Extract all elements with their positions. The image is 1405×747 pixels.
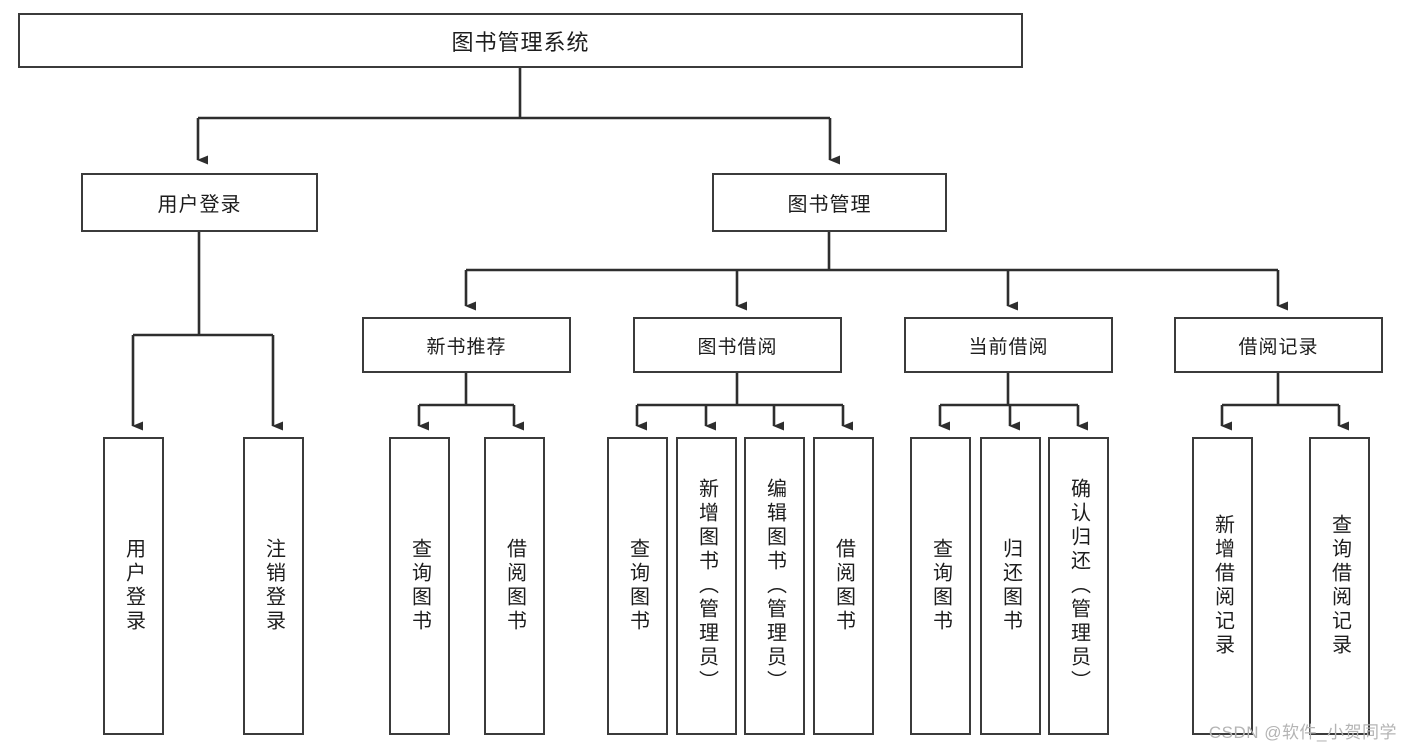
node-leaf-edit-book-label: 编辑图书（管理员） bbox=[763, 478, 786, 694]
node-leaf-return-book[interactable]: 归还图书 bbox=[980, 437, 1041, 735]
node-leaf-query-record-label: 查询借阅记录 bbox=[1328, 514, 1351, 658]
node-book-manage[interactable]: 图书管理 bbox=[712, 173, 947, 232]
node-root[interactable]: 图书管理系统 bbox=[18, 13, 1023, 68]
node-leaf-borrow-book-1[interactable]: 借阅图书 bbox=[484, 437, 545, 735]
node-leaf-add-book-label: 新增图书（管理员） bbox=[695, 478, 718, 694]
node-leaf-add-record-label: 新增借阅记录 bbox=[1211, 514, 1234, 658]
node-book-borrow[interactable]: 图书借阅 bbox=[633, 317, 842, 373]
node-book-manage-label: 图书管理 bbox=[787, 194, 872, 216]
node-leaf-logout[interactable]: 注销登录 bbox=[243, 437, 304, 735]
node-leaf-query-book-2-label: 查询图书 bbox=[626, 538, 649, 634]
node-leaf-confirm-return-label: 确认归还（管理员） bbox=[1067, 478, 1090, 694]
node-new-book-rec-label: 新书推荐 bbox=[426, 336, 507, 358]
node-leaf-user-login-label: 用户登录 bbox=[122, 538, 145, 634]
node-leaf-return-book-label: 归还图书 bbox=[999, 538, 1022, 634]
node-book-borrow-label: 图书借阅 bbox=[697, 336, 778, 358]
node-root-label: 图书管理系统 bbox=[451, 29, 590, 55]
node-leaf-query-record[interactable]: 查询借阅记录 bbox=[1309, 437, 1370, 735]
node-leaf-borrow-book-2[interactable]: 借阅图书 bbox=[813, 437, 874, 735]
node-leaf-logout-label: 注销登录 bbox=[262, 538, 285, 634]
node-leaf-edit-book[interactable]: 编辑图书（管理员） bbox=[744, 437, 805, 735]
node-leaf-query-book-1-label: 查询图书 bbox=[408, 538, 431, 634]
node-new-book-rec[interactable]: 新书推荐 bbox=[362, 317, 571, 373]
node-leaf-add-book[interactable]: 新增图书（管理员） bbox=[676, 437, 737, 735]
node-leaf-borrow-book-1-label: 借阅图书 bbox=[503, 538, 526, 634]
node-leaf-confirm-return[interactable]: 确认归还（管理员） bbox=[1048, 437, 1109, 735]
node-user-login[interactable]: 用户登录 bbox=[81, 173, 318, 232]
node-current-borrow[interactable]: 当前借阅 bbox=[904, 317, 1113, 373]
node-leaf-query-book-3[interactable]: 查询图书 bbox=[910, 437, 971, 735]
node-leaf-borrow-book-2-label: 借阅图书 bbox=[832, 538, 855, 634]
node-borrow-record-label: 借阅记录 bbox=[1238, 336, 1319, 358]
node-leaf-query-book-2[interactable]: 查询图书 bbox=[607, 437, 668, 735]
node-leaf-query-book-1[interactable]: 查询图书 bbox=[389, 437, 450, 735]
watermark: CSDN @软件_小贺同学 bbox=[1208, 723, 1397, 742]
node-leaf-query-book-3-label: 查询图书 bbox=[929, 538, 952, 634]
node-borrow-record[interactable]: 借阅记录 bbox=[1174, 317, 1383, 373]
node-current-borrow-label: 当前借阅 bbox=[968, 336, 1049, 358]
node-leaf-add-record[interactable]: 新增借阅记录 bbox=[1192, 437, 1253, 735]
node-user-login-label: 用户登录 bbox=[157, 194, 242, 216]
node-leaf-user-login[interactable]: 用户登录 bbox=[103, 437, 164, 735]
